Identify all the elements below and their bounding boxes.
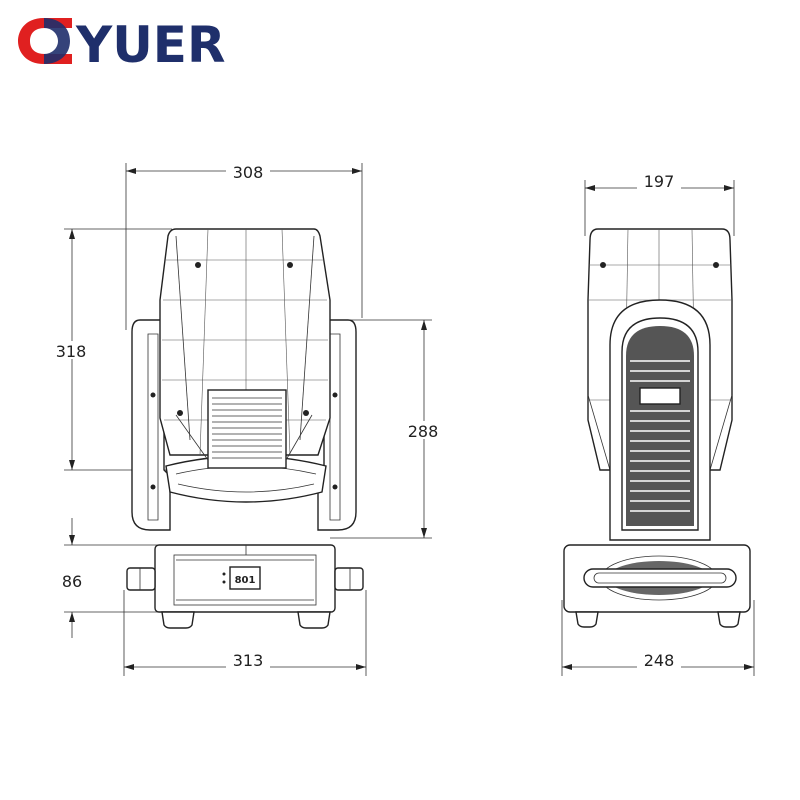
front-head: [159, 228, 331, 456]
dim-front-top-width: 308: [125, 162, 363, 330]
dim-front-top-width-label: 308: [233, 163, 264, 182]
side-view: 197 248: [561, 171, 755, 676]
front-view: 308 318 288: [50, 162, 444, 676]
grill-slats: [212, 397, 282, 459]
side-base: [563, 544, 751, 628]
side-yoke-texture: [630, 360, 690, 512]
front-lower-body: [165, 389, 327, 503]
display-panel: [229, 566, 261, 590]
svg-text:YY: YY: [31, 33, 57, 53]
dim-side-top-width: 197: [584, 171, 735, 236]
dim-front-arm-height: 288: [330, 319, 444, 539]
dim-front-base-height-label: 86: [62, 572, 82, 591]
brand-name: YUER: [75, 16, 225, 74]
dim-side-base-width-label: 248: [644, 651, 675, 670]
front-base: 801: [126, 544, 364, 629]
dim-front-base-height: 86: [62, 518, 160, 638]
dim-front-head-height-label: 318: [56, 342, 87, 361]
side-yoke-label-plate: [639, 387, 681, 405]
dim-side-top-width-label: 197: [644, 172, 675, 191]
dim-front-base-width-label: 313: [233, 651, 264, 670]
display-readout: 801: [235, 575, 256, 586]
brand-logo: YY YUER: [18, 16, 225, 74]
front-fan-grill: [207, 389, 287, 469]
dim-side-base-width: 248: [561, 600, 755, 676]
side-base-handle: [583, 568, 737, 588]
side-yoke: [609, 299, 711, 541]
dim-front-base-width: 313: [123, 590, 367, 676]
logo-mark: YY: [18, 18, 72, 64]
dim-front-arm-height-label: 288: [408, 422, 439, 441]
